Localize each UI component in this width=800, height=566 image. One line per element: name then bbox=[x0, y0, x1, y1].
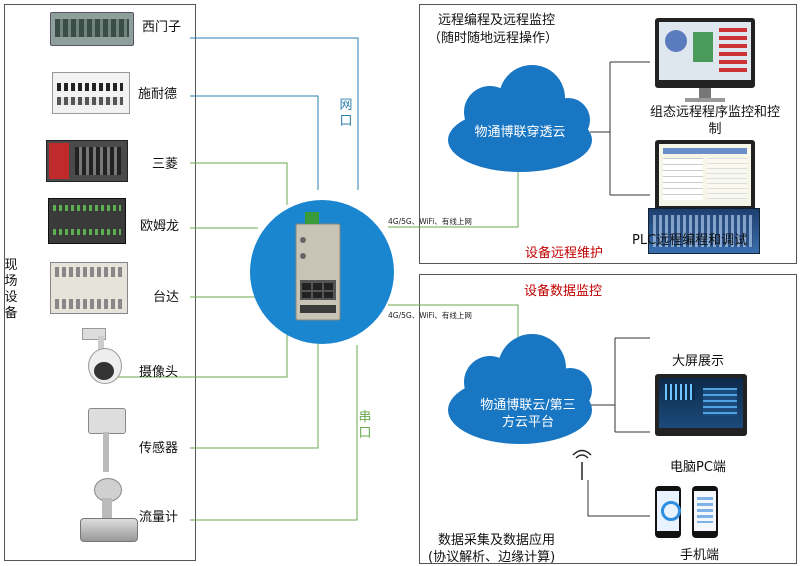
plc-delta-icon bbox=[50, 262, 128, 314]
camera-dome-icon bbox=[82, 328, 122, 384]
device-label-schneider: 施耐德 bbox=[138, 87, 178, 102]
lower-link-text: 4G/5G、WiFi、有线上网 bbox=[388, 311, 472, 320]
flowmeter-icon bbox=[80, 478, 138, 550]
mobile-phone-icon-2 bbox=[692, 486, 718, 538]
plc-mitsubishi-icon bbox=[46, 140, 128, 182]
mobile-phone-icon-1 bbox=[655, 486, 681, 538]
device-label-camera: 摄像头 bbox=[139, 365, 179, 380]
mobile-label: 手机端 bbox=[680, 548, 720, 563]
pc-label: 电脑PC端 bbox=[670, 460, 726, 475]
big-screen-label: 大屏展示 bbox=[672, 354, 725, 369]
sensor-icon bbox=[88, 408, 126, 472]
scada-monitor-label: 组态远程程序监控和控制 bbox=[649, 105, 780, 137]
device-label-delta: 台达 bbox=[153, 290, 180, 305]
field-devices-title: 现 场 设 备 bbox=[4, 258, 18, 321]
data-monitoring-header: 设备数据监控 bbox=[524, 284, 603, 299]
data-collection-subtitle: (协议解析、边缘计算) bbox=[428, 550, 556, 565]
plc-siemens-icon bbox=[50, 12, 134, 46]
server-rack-icon bbox=[648, 208, 760, 254]
scada-monitor-icon bbox=[655, 18, 755, 102]
plc-omron-icon bbox=[48, 198, 126, 244]
device-label-omron: 欧姆龙 bbox=[140, 219, 180, 234]
top-panel-subtitle: （随时随地远程操作） bbox=[428, 31, 559, 46]
device-label-flowmeter: 流量计 bbox=[139, 510, 179, 525]
plc-programming-label: PLC远程编程和调试 bbox=[632, 233, 748, 248]
plc-schneider-icon bbox=[52, 72, 130, 114]
network-port-label: 网 口 bbox=[339, 98, 353, 129]
plc-programming-monitor-icon bbox=[655, 140, 755, 214]
device-label-siemens: 西门子 bbox=[142, 20, 182, 35]
bottom-cloud-label: 物通博联云/第三 方云平台 bbox=[480, 398, 576, 430]
device-label-sensor: 传感器 bbox=[139, 441, 179, 456]
big-screen-monitor-icon bbox=[655, 374, 747, 436]
serial-port-label: 串 口 bbox=[358, 410, 372, 441]
data-collection-title: 数据采集及数据应用 bbox=[438, 533, 556, 548]
upper-link-text: 4G/5G、WiFi、有线上网 bbox=[388, 217, 472, 226]
top-panel-title: 远程编程及远程监控 bbox=[438, 13, 556, 28]
device-label-mitsubishi: 三菱 bbox=[152, 157, 179, 172]
top-cloud-label: 物通博联穿透云 bbox=[474, 125, 566, 140]
remote-maintenance-label: 设备远程维护 bbox=[525, 246, 604, 261]
